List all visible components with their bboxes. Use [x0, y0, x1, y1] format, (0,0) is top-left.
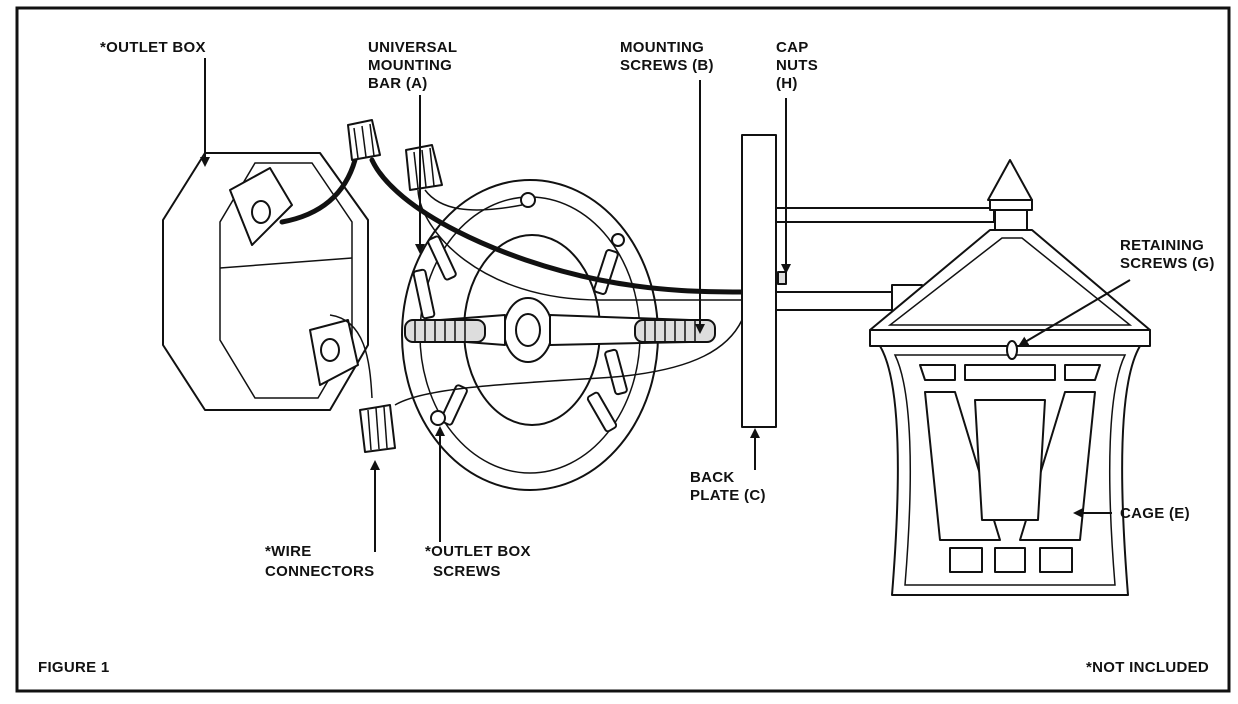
label-retaining-screws-line1: RETAINING — [1120, 237, 1204, 254]
label-mounting-screws-line2: SCREWS (B) — [620, 57, 714, 74]
back-plate — [741, 134, 787, 428]
wire-connector-top-left — [347, 119, 381, 161]
wires — [279, 157, 745, 406]
label-retaining-screws-line2: SCREWS (G) — [1120, 255, 1215, 272]
label-cage: CAGE (E) — [1120, 505, 1190, 522]
label-wire-connectors-line1: *WIRE — [265, 543, 312, 560]
mounting-screws — [404, 319, 716, 343]
label-outlet-box: *OUTLET BOX — [100, 39, 206, 56]
label-cap-nuts-line1: CAP — [776, 39, 809, 56]
label-mounting-screws-line1: MOUNTING — [620, 39, 704, 56]
round-mounting-plate — [401, 179, 659, 491]
label-mounting-bar-line3: BAR (A) — [368, 75, 428, 92]
label-outlet-box-screws-line2: SCREWS — [433, 563, 501, 580]
leader-lines — [200, 58, 1131, 552]
label-cap-nuts-line3: (H) — [776, 75, 798, 92]
label-cap-nuts-line2: NUTS — [776, 57, 818, 74]
figure-caption: FIGURE 1 — [38, 659, 110, 676]
not-included-note: *NOT INCLUDED — [1086, 659, 1209, 676]
label-outlet-box-screws-line1: *OUTLET BOX — [425, 543, 531, 560]
lantern — [869, 159, 1151, 596]
wire-connector-bottom — [359, 404, 396, 453]
wire-connector-top-right — [405, 144, 443, 191]
label-back-plate-line2: PLATE (C) — [690, 487, 766, 504]
label-mounting-bar-line2: MOUNTING — [368, 57, 452, 74]
label-mounting-bar-line1: UNIVERSAL — [368, 39, 457, 56]
label-wire-connectors-line2: CONNECTORS — [265, 563, 374, 580]
figure-frame — [15, 6, 1231, 693]
label-back-plate-line1: BACK — [690, 469, 735, 486]
outlet-box — [162, 152, 369, 411]
